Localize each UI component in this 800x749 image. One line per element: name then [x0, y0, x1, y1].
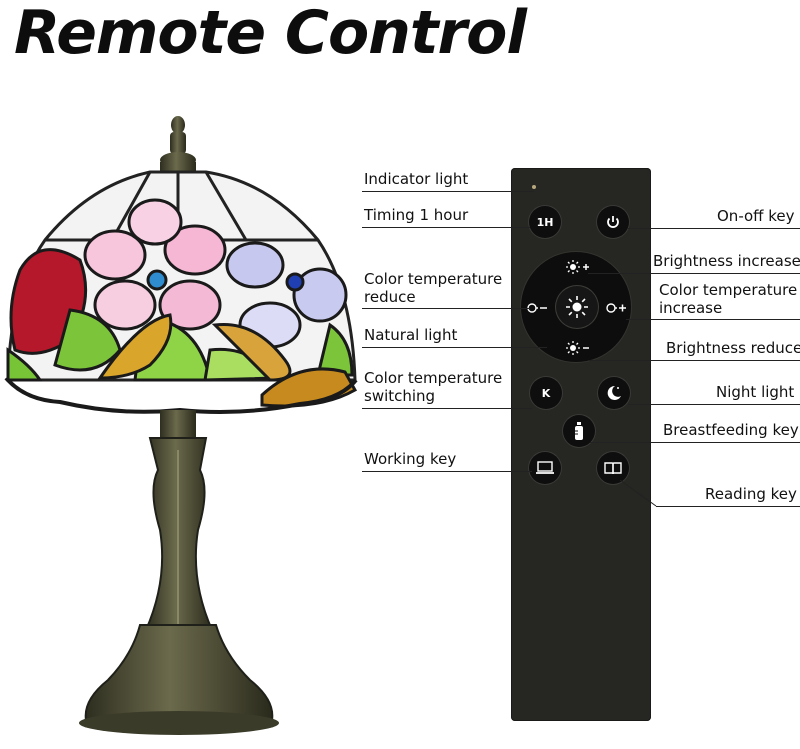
leader-line	[628, 404, 800, 405]
moon-icon	[607, 385, 621, 400]
color-temp-increase-button[interactable]	[603, 297, 629, 319]
breastfeeding-button[interactable]	[563, 415, 595, 447]
label-color-temp-increase-2: increase	[659, 299, 723, 317]
leader-line	[362, 308, 530, 309]
switch-button-label: K	[541, 386, 551, 400]
lamp-shade	[4, 170, 358, 414]
sun-icon	[566, 296, 588, 318]
leader-line	[362, 471, 532, 472]
label-brightness-increase: Brightness increase	[653, 252, 800, 270]
label-color-temp-switching-1: Color temperature	[364, 369, 503, 387]
sun-minus-icon	[566, 341, 589, 355]
leader-line	[362, 408, 532, 409]
leader-line	[626, 319, 800, 320]
leader-line	[588, 273, 800, 274]
leader-line	[362, 227, 530, 228]
leader-line	[628, 228, 800, 229]
temp-plus-icon	[606, 303, 626, 313]
leader-line	[656, 506, 800, 507]
working-button[interactable]	[529, 452, 561, 484]
label-color-temp-switching-2: switching	[364, 387, 436, 405]
timing-button-label: 1H	[536, 215, 554, 229]
leader-line	[590, 442, 800, 443]
label-indicator-light: Indicator light	[364, 170, 469, 188]
label-color-temp-reduce-2: reduce	[364, 288, 416, 306]
leader-line	[362, 191, 534, 192]
lamp-finial	[160, 116, 196, 174]
label-breastfeeding: Breastfeeding key	[663, 421, 799, 439]
indicator-light	[532, 185, 536, 189]
power-button[interactable]	[597, 206, 629, 238]
tiffany-lamp-image	[4, 116, 358, 735]
timing-1h-button[interactable]: 1H	[529, 206, 561, 238]
label-color-temp-reduce-1: Color temperature	[364, 270, 503, 288]
leader-line	[362, 347, 547, 348]
reading-button[interactable]	[597, 452, 629, 484]
baby-bottle-icon	[575, 422, 583, 440]
lamp-stem	[144, 410, 214, 631]
brightness-increase-button[interactable]	[563, 256, 591, 278]
page-title: Remote Control	[14, 0, 527, 68]
label-color-temp-increase-1: Color temperature	[659, 281, 798, 299]
power-icon	[607, 216, 619, 228]
color-temp-switch-button[interactable]: K	[530, 377, 562, 409]
leader-connector	[620, 480, 657, 507]
natural-light-button[interactable]	[556, 286, 598, 328]
brightness-reduce-button[interactable]	[563, 337, 591, 359]
sun-plus-icon	[566, 260, 589, 274]
label-on-off: On-off key	[717, 207, 795, 225]
label-brightness-reduce: Brightness reduce	[666, 339, 800, 357]
book-icon	[604, 462, 622, 475]
label-timing: Timing 1 hour	[364, 206, 469, 224]
label-natural-light: Natural light	[364, 326, 458, 344]
lamp-base	[79, 624, 279, 735]
label-working: Working key	[364, 450, 457, 468]
laptop-icon	[536, 461, 554, 474]
label-night-light: Night light	[716, 383, 795, 401]
label-reading: Reading key	[705, 485, 797, 503]
leader-line	[588, 360, 800, 361]
night-light-button[interactable]	[598, 377, 630, 409]
